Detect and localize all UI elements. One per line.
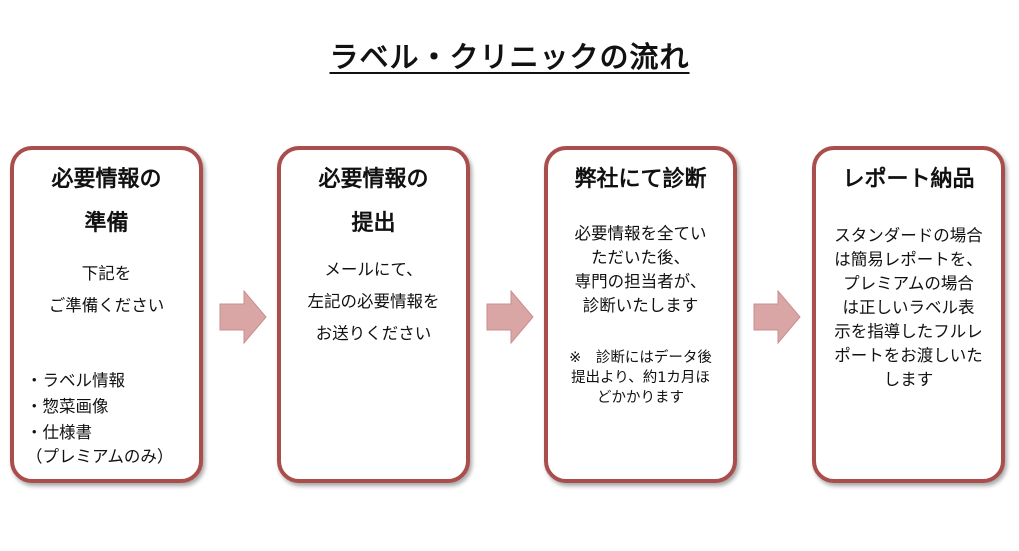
diagram-title-container: ラベル・クリニックの流れ <box>0 34 1019 76</box>
list-item: ・仕様書 <box>26 423 92 442</box>
arrow-right-icon <box>753 290 801 344</box>
step-body: スタンダードの場合 は簡易レポートを、 プレミアムの場合 は正しいラベル表 示を… <box>834 226 983 389</box>
step-box-report-delivery: レポート納品 スタンダードの場合 は簡易レポートを、 プレミアムの場合 は正しい… <box>812 146 1005 483</box>
step-body: 下記を ご準備ください <box>48 264 165 315</box>
list-item: （プレミアムのみ） <box>26 447 174 466</box>
step-heading: レポート納品 <box>842 167 975 192</box>
step-heading: 弊社にて診断 <box>574 167 707 192</box>
step-box-diagnosis: 弊社にて診断 必要情報を全てい ただいた後、 専門の担当者が、 診断いたします … <box>544 146 737 483</box>
arrow-right-icon <box>486 290 534 344</box>
required-info-list: ・ラベル情報 ・惣菜画像 ・仕様書 （プレミアムのみ） <box>26 368 173 468</box>
step-box-preparation: 必要情報の 準備 下記を ご準備ください ・ラベル情報 ・惣菜画像 ・仕様書 （… <box>10 146 203 483</box>
list-item: ・ラベル情報 <box>26 371 125 390</box>
list-item: ・惣菜画像 <box>26 397 109 416</box>
step-body: 必要情報を全てい ただいた後、 専門の担当者が、 診断いたします <box>574 224 707 315</box>
step-heading: 必要情報の 提出 <box>318 167 429 236</box>
step-heading: 必要情報の 準備 <box>51 167 162 236</box>
diagram-title: ラベル・クリニックの流れ <box>329 40 690 74</box>
arrow-right-icon <box>219 290 267 344</box>
step-box-submission: 必要情報の 提出 メールにて、 左記の必要情報を お送りください <box>277 146 470 483</box>
step-note: ※ 診断にはデータ後 提出より、約1カ月ほ どかかります <box>569 350 712 406</box>
step-body: メールにて、 左記の必要情報を お送りください <box>307 260 440 343</box>
